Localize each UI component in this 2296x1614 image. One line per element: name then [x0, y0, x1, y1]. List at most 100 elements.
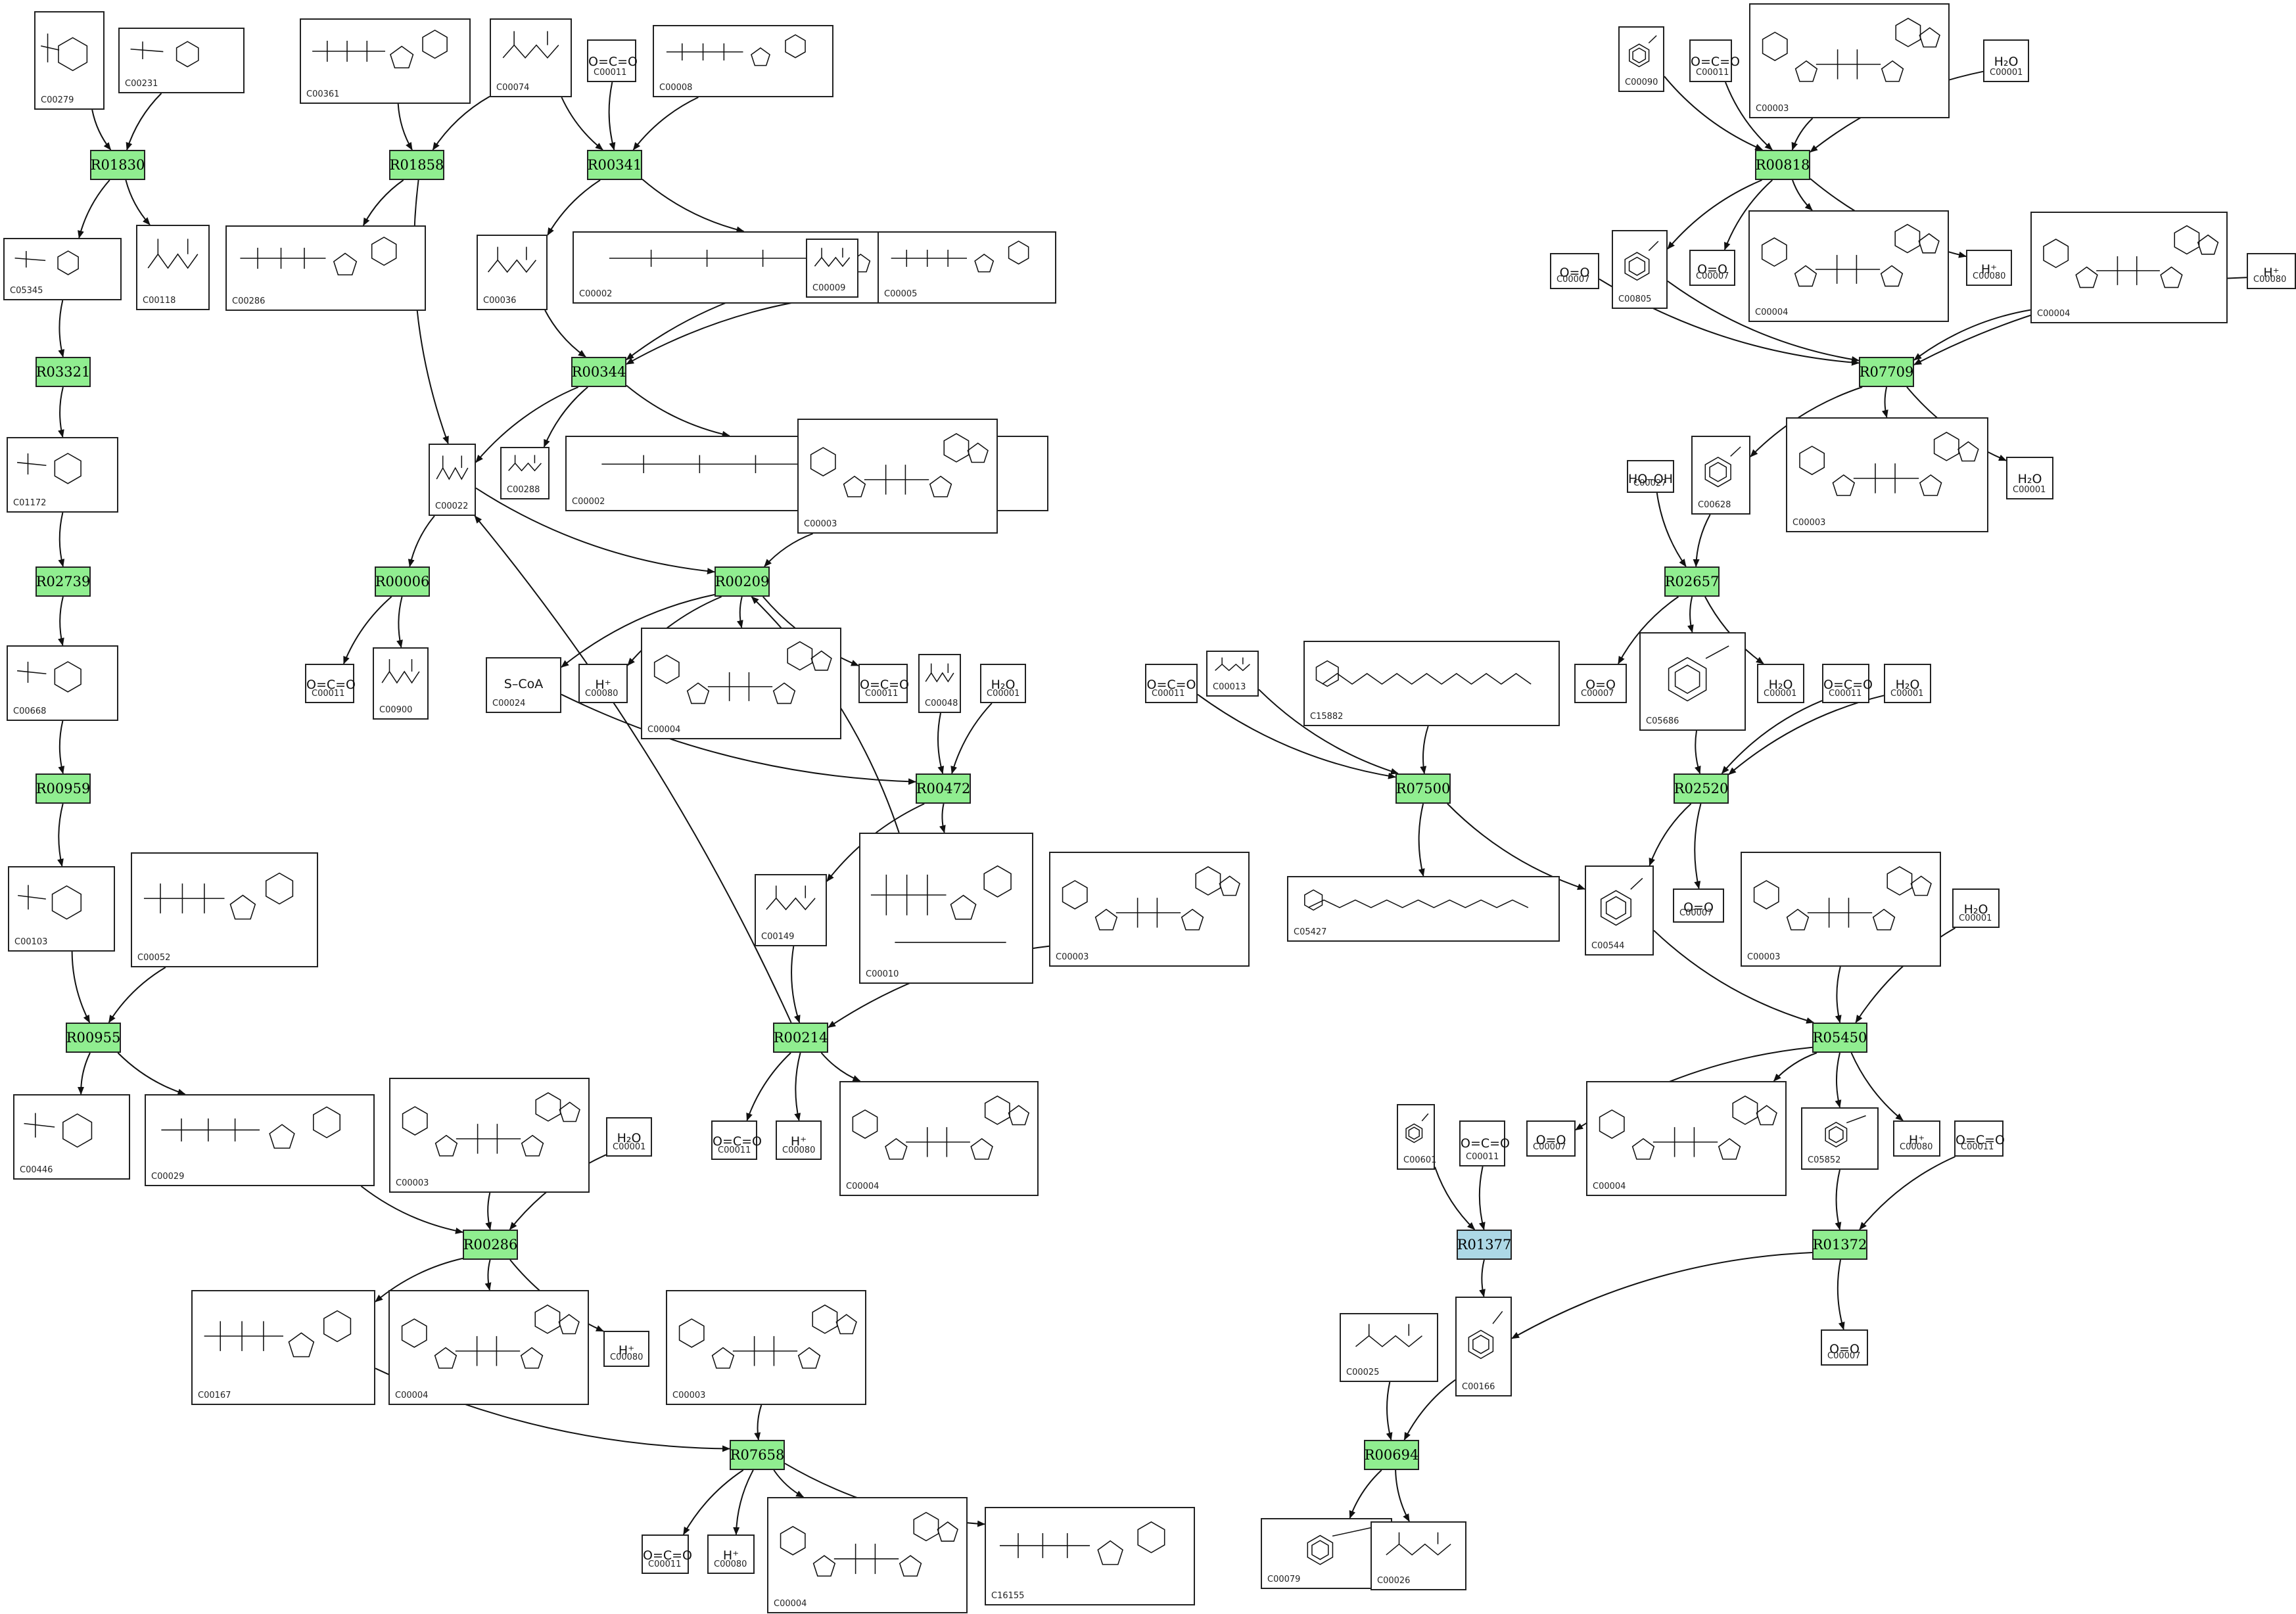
compound-node[interactable]: C00010	[859, 833, 1033, 984]
compound-node[interactable]: C16155	[985, 1507, 1195, 1605]
compound-node[interactable]: C00286	[225, 225, 426, 311]
compound-node[interactable]: C00090	[1618, 26, 1664, 92]
reaction-node[interactable]: R01858	[389, 150, 444, 180]
reaction-node[interactable]: R07709	[1859, 357, 1914, 387]
compound-node[interactable]: C00013	[1206, 651, 1259, 697]
reaction-node[interactable]: R00694	[1364, 1440, 1419, 1470]
reaction-node[interactable]: R00341	[587, 150, 642, 180]
reaction-node[interactable]: R01377	[1457, 1230, 1512, 1260]
compound-node[interactable]: C00003	[1749, 3, 1950, 118]
reaction-node[interactable]: R07658	[730, 1440, 785, 1470]
compound-node[interactable]: C00003	[1786, 417, 1988, 532]
compound-node[interactable]: C00074	[490, 18, 572, 97]
compound-node[interactable]: C00166	[1455, 1297, 1512, 1396]
reaction-node[interactable]: R00286	[463, 1230, 518, 1260]
compound-node[interactable]: H⁺C00080	[707, 1534, 755, 1574]
compound-node[interactable]: C05852	[1801, 1107, 1879, 1170]
compound-node[interactable]: C00004	[1748, 210, 1949, 322]
reaction-node[interactable]: R00955	[66, 1023, 121, 1053]
reaction-node[interactable]: R00214	[773, 1023, 828, 1053]
compound-node[interactable]: C00026	[1371, 1521, 1466, 1590]
compound-node[interactable]: C00029	[145, 1094, 375, 1186]
compound-node[interactable]: C01172	[7, 437, 118, 513]
reaction-node[interactable]: R02739	[35, 566, 91, 597]
compound-node[interactable]: C00288	[500, 447, 550, 499]
compound-node[interactable]: C00003	[389, 1078, 590, 1193]
compound-node[interactable]: H⁺C00080	[1966, 250, 2012, 286]
compound-node[interactable]: C00003	[1049, 852, 1250, 967]
compound-node[interactable]: C00118	[136, 225, 210, 310]
compound-node[interactable]: C15882	[1303, 641, 1560, 726]
compound-node[interactable]: C05345	[3, 238, 122, 300]
compound-node[interactable]: C00009	[806, 239, 858, 298]
compound-node[interactable]: C00005	[878, 231, 1056, 304]
reaction-node[interactable]: R07500	[1395, 773, 1451, 804]
compound-node[interactable]: C00103	[8, 866, 115, 952]
compound-node[interactable]: C00022	[429, 444, 476, 516]
compound-node[interactable]: C00628	[1691, 436, 1750, 515]
compound-node[interactable]: C00025	[1340, 1313, 1438, 1382]
reaction-node[interactable]: R00209	[715, 566, 770, 597]
compound-node[interactable]: C00003	[666, 1290, 866, 1405]
compound-node[interactable]: H⁺C00080	[776, 1120, 822, 1160]
compound-node[interactable]: H⁺C00080	[603, 1331, 649, 1367]
reaction-node[interactable]: R00959	[35, 773, 91, 804]
compound-node[interactable]: H⁺C00080	[2247, 253, 2296, 289]
compound-node[interactable]: C00004	[2030, 212, 2228, 323]
compound-node[interactable]: C00446	[13, 1094, 130, 1180]
reaction-node[interactable]: R00472	[916, 773, 971, 804]
compound-node[interactable]: C00805	[1612, 230, 1668, 309]
compound-node[interactable]: C00008	[653, 25, 833, 97]
reaction-node[interactable]: R00006	[375, 566, 430, 597]
compound-node[interactable]: C00052	[131, 852, 318, 967]
reaction-node[interactable]: R00344	[571, 357, 626, 387]
compound-node[interactable]: C00004	[388, 1290, 589, 1405]
reaction-node[interactable]: R02657	[1664, 566, 1720, 597]
compound-node[interactable]: C00544	[1585, 865, 1654, 956]
compound-node[interactable]: C00279	[34, 11, 105, 110]
compound-node[interactable]: C00149	[755, 874, 827, 946]
compound-node[interactable]: C00004	[839, 1081, 1039, 1196]
reaction-node[interactable]: R01830	[90, 150, 145, 180]
compound-node[interactable]: C00167	[191, 1290, 375, 1405]
compound-node[interactable]: C05427	[1287, 876, 1560, 942]
compound-node[interactable]: C00003	[797, 419, 998, 534]
compound-node[interactable]: H⁺C00080	[1893, 1120, 1940, 1157]
reaction-node[interactable]: R01372	[1812, 1230, 1867, 1260]
compound-node[interactable]: C00003	[1741, 852, 1941, 967]
compound-node[interactable]: C00004	[1586, 1081, 1787, 1196]
compound-node[interactable]: C00601	[1397, 1104, 1436, 1170]
compound-node[interactable]: C00900	[373, 647, 429, 720]
compound-node[interactable]: C05686	[1639, 632, 1746, 731]
compound-node[interactable]: C00079	[1261, 1518, 1392, 1589]
reaction-node[interactable]: R00818	[1755, 150, 1810, 180]
reaction-node[interactable]: R03321	[35, 357, 91, 387]
compound-node[interactable]: C00048	[918, 654, 961, 713]
reaction-node[interactable]: R05450	[1812, 1023, 1867, 1053]
compound-node[interactable]: C00361	[300, 18, 471, 104]
